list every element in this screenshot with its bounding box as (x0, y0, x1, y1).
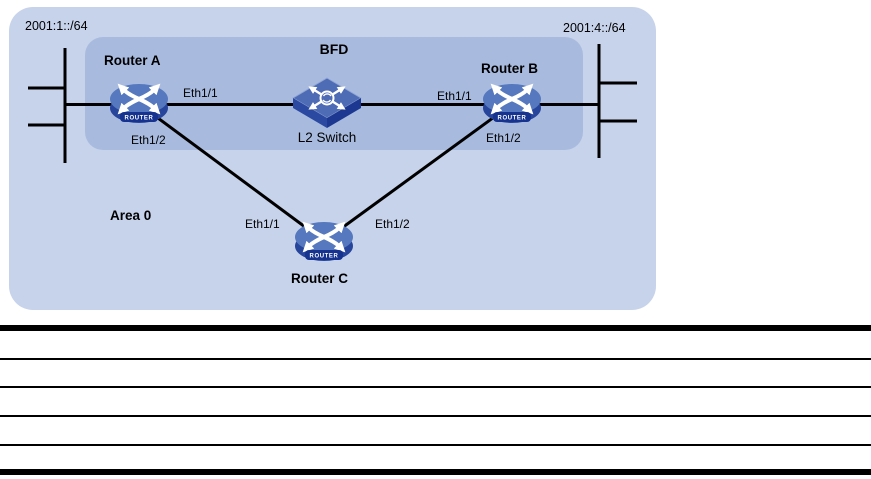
router-a-badge: ROUTER (125, 116, 154, 122)
l2-switch-name: L2 Switch (297, 130, 357, 145)
router-b-badge: ROUTER (498, 116, 527, 122)
table-row (0, 446, 871, 469)
area0-region-label: Area 0 (110, 208, 152, 223)
router-c-badge: ROUTER (310, 254, 339, 260)
bfd-region-label: BFD (319, 41, 349, 57)
router-b-icon: ROUTER (483, 83, 541, 123)
router-c-name: Router C (291, 271, 348, 286)
router-a-icon: ROUTER (110, 83, 168, 123)
subnet-label-left: 2001:1::/64 (25, 19, 88, 33)
link-routerb-routerc (323, 102, 513, 243)
table-row (0, 388, 871, 417)
router-a-name: Router A (104, 53, 161, 68)
router-a-port-eth1-2: Eth1/2 (131, 133, 166, 147)
table-row (0, 417, 871, 446)
router-b-port-eth1-2: Eth1/2 (486, 131, 521, 145)
table-row (0, 360, 871, 388)
subnet-label-right: 2001:4::/64 (563, 21, 626, 35)
link-routera-routerc (138, 102, 325, 243)
empty-ruled-table (0, 325, 871, 475)
router-c-port-eth1-2: Eth1/2 (375, 217, 410, 231)
router-c-port-eth1-1: Eth1/1 (245, 217, 280, 231)
router-b-name: Router B (481, 61, 538, 76)
router-c-icon: ROUTER (295, 221, 353, 261)
l2-switch-icon (292, 77, 362, 128)
table-row (0, 331, 871, 360)
router-a-port-eth1-1: Eth1/1 (183, 86, 218, 100)
router-b-port-eth1-1: Eth1/1 (437, 89, 472, 103)
